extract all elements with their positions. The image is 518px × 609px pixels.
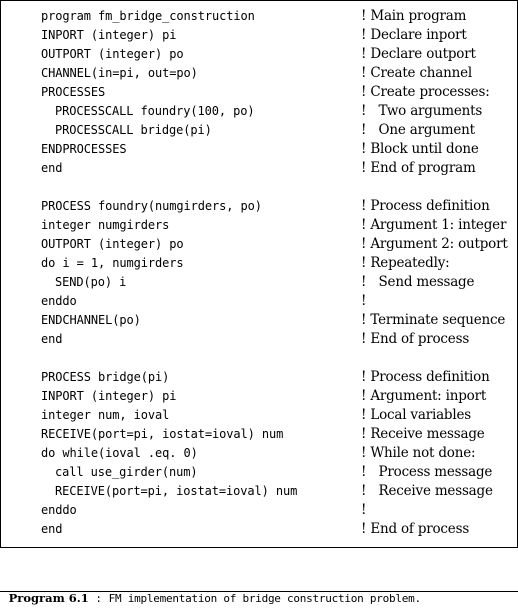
code-line: end (41, 161, 63, 175)
code-comment: ! Create channel (361, 65, 473, 81)
caption-label: Program 6.1 (8, 591, 89, 605)
code-line: program fm_bridge_construction (41, 9, 255, 23)
code-line: enddo (41, 503, 77, 517)
code-line: call use_girder(num) (55, 465, 198, 479)
code-comment: ! Receive message (361, 426, 485, 442)
caption-rule (0, 591, 518, 592)
code-comment: ! End of program (361, 160, 476, 176)
code-comment: ! Declare inport (361, 27, 467, 43)
code-line: INPORT (integer) pi (41, 28, 177, 42)
code-line: PROCESS foundry(numgirders, po) (41, 199, 262, 213)
code-line: end (41, 522, 63, 536)
code-comment: ! One argument (361, 122, 475, 138)
code-comment: ! Argument 1: integer (361, 217, 507, 233)
code-comment: ! Process definition (361, 198, 490, 214)
code-line: integer num, ioval (41, 408, 170, 422)
code-comment: ! Send message (361, 274, 475, 290)
code-line: OUTPORT (integer) po (41, 237, 184, 251)
caption-separator: : (88, 592, 109, 605)
code-comment: ! Process definition (361, 369, 490, 385)
code-comment: ! Create processes: (361, 84, 490, 100)
code-comment: ! Receive message (361, 483, 493, 499)
program-listing-box: program fm_bridge_construction ! Main pro… (0, 0, 518, 548)
code-comment: ! Main program (361, 8, 467, 24)
code-line: end (41, 332, 63, 346)
code-comment: ! Declare outport (361, 46, 476, 62)
code-line: RECEIVE(port=pi, iostat=ioval) num (41, 427, 284, 441)
code-comment: ! Local variables (361, 407, 471, 423)
code-line: enddo (41, 294, 77, 308)
code-line: PROCESS bridge(pi) (41, 370, 170, 384)
code-line: CHANNEL(in=pi, out=po) (41, 66, 198, 80)
code-line: ENDCHANNEL(po) (41, 313, 141, 327)
code-comment: ! (361, 293, 367, 309)
code-comment: ! While not done: (361, 445, 476, 461)
code-comment: ! End of process (361, 521, 470, 537)
program-caption: Program 6.1 : FM implementation of bridg… (1, 568, 422, 605)
code-comment: ! End of process (361, 331, 470, 347)
code-line: PROCESSES (41, 85, 106, 99)
code-line: PROCESSCALL bridge(pi) (55, 123, 212, 137)
caption-text: FM implementation of bridge construction… (108, 592, 422, 605)
code-comment: ! Repeatedly: (361, 255, 450, 271)
code-line: integer numgirders (41, 218, 170, 232)
code-comment: ! Process message (361, 464, 493, 480)
code-comment: ! Two arguments (361, 103, 483, 119)
code-line: INPORT (integer) pi (41, 389, 177, 403)
code-line: ENDPROCESSES (41, 142, 127, 156)
code-line: do while(ioval .eq. 0) (41, 446, 198, 460)
code-line: PROCESSCALL foundry(100, po) (55, 104, 255, 118)
code-line: RECEIVE(port=pi, iostat=ioval) num (55, 484, 298, 498)
code-comment: ! Block until done (361, 141, 479, 157)
code-comment: ! Argument 2: outport (361, 236, 508, 252)
code-line: SEND(po) i (55, 275, 127, 289)
code-comment: ! (361, 502, 367, 518)
code-comment: ! Argument: inport (361, 388, 487, 404)
code-line: do i = 1, numgirders (41, 256, 184, 270)
code-comment: ! Terminate sequence (361, 312, 506, 328)
code-line: OUTPORT (integer) po (41, 47, 184, 61)
